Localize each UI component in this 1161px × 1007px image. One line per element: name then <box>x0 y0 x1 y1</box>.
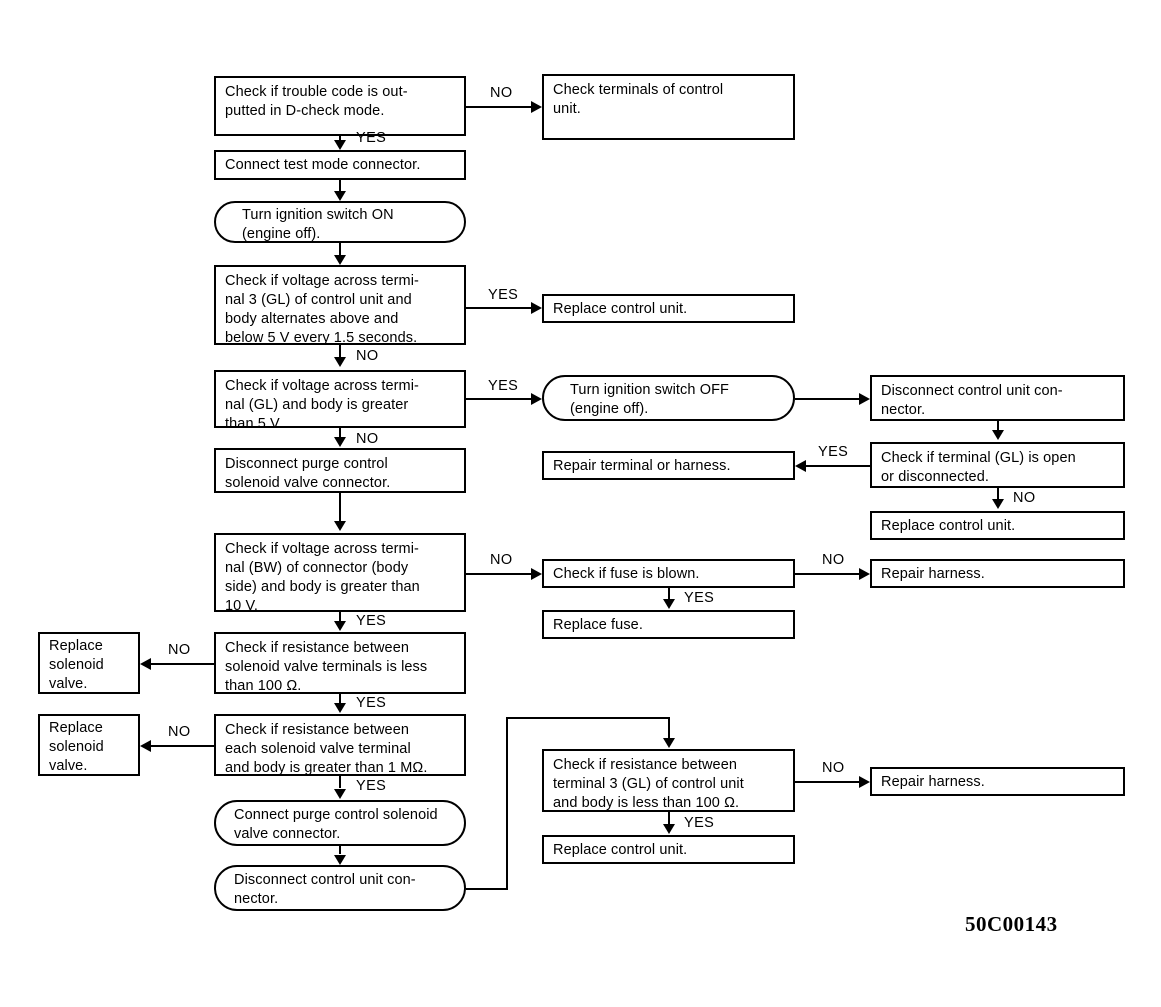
arrowhead-to-disconnect-cu <box>859 393 870 405</box>
connector-connect-test-mode-to-ignition-on <box>339 180 341 192</box>
node-check-voltage-gl-greater-5v: Check if voltage across termi- nal (GL) … <box>214 370 466 432</box>
connector-check-terminal-gl-to-repair-terminal <box>806 465 870 467</box>
figure-id-label: 50C00143 <box>965 912 1058 936</box>
connector-ignition-on-to-check-alternates <box>339 243 341 255</box>
node-disconnect-control-unit-connector-b: Disconnect control unit con- nector. <box>214 865 466 911</box>
connector-loopback-vertical-segment <box>506 717 508 890</box>
connector-loopback-down-into-check <box>668 717 670 739</box>
connector-check-gl-to-disconnect-purge <box>339 428 341 438</box>
arrowhead-to-connect-purge-valve <box>334 789 346 799</box>
connector-resistance-body-to-connect-purge <box>339 776 341 788</box>
connector-disconnect-purge-to-check-bw <box>339 493 341 521</box>
branch-label-yes-fuse-blown: YES <box>684 590 715 606</box>
node-check-terminal-gl-open: Check if terminal (GL) is open or discon… <box>870 442 1125 488</box>
branch-label-yes-resistance-terminal3: YES <box>684 815 715 831</box>
branch-label-yes-resistance-less-100: YES <box>356 695 387 711</box>
arrowhead-to-disconnect-purge <box>334 437 346 447</box>
arrowhead-to-check-bw <box>334 521 346 531</box>
node-replace-solenoid-valve-a: Replace solenoid valve. <box>38 632 140 694</box>
connector-resistance-terminals-to-replace-valve-a <box>151 663 214 665</box>
arrowhead-to-replace-cu-b <box>992 499 1004 509</box>
branch-label-no-greater-5v: NO <box>356 431 379 447</box>
branch-label-no-resistance-less-100: NO <box>168 642 191 658</box>
connector-loopback-top-segment <box>506 717 670 719</box>
connector-trouble-code-to-terminals <box>466 106 532 108</box>
arrowhead-to-replace-solenoid-valve-b <box>140 740 151 752</box>
branch-label-no-resistance-terminal3: NO <box>822 760 845 776</box>
node-check-resistance-terminal3-less-100: Check if resistance between terminal 3 (… <box>542 749 795 812</box>
node-replace-fuse: Replace fuse. <box>542 610 795 639</box>
branch-label-no-fuse-blown: NO <box>822 552 845 568</box>
connector-alternates-to-check-gl <box>339 345 341 359</box>
arrowhead-to-check-alternates <box>334 255 346 265</box>
node-check-voltage-terminal3-alternates: Check if voltage across termi- nal 3 (GL… <box>214 265 466 346</box>
node-repair-harness-a: Repair harness. <box>870 559 1125 588</box>
connector-check-fuse-to-replace-fuse <box>668 588 670 600</box>
arrowhead-to-check-resistance-terminals <box>334 621 346 631</box>
connector-loopback-bottom-segment <box>466 888 508 890</box>
connector-resistance-terminal3-to-repair-harness-b <box>795 781 860 783</box>
arrowhead-to-disconnect-cu-b <box>334 855 346 865</box>
connector-check-bw-to-check-resistance-terminals <box>339 612 341 622</box>
branch-label-no-resistance-greater-1m: NO <box>168 724 191 740</box>
arrowhead-to-ignition-on <box>334 191 346 201</box>
branch-label-no-alternates: NO <box>356 348 379 364</box>
arrowhead-to-replace-solenoid-valve-a <box>140 658 151 670</box>
node-check-terminals-of-control-unit: Check terminals of control unit. <box>542 74 795 140</box>
node-connect-purge-valve-connector: Connect purge control solenoid valve con… <box>214 800 466 846</box>
arrowhead-to-check-resistance-terminal3 <box>663 738 675 748</box>
branch-label-yes-resistance-greater-1m: YES <box>356 778 387 794</box>
node-check-fuse-blown: Check if fuse is blown. <box>542 559 795 588</box>
arrowhead-to-check-fuse <box>531 568 542 580</box>
arrowhead-to-replace-fuse <box>663 599 675 609</box>
arrowhead-to-replace-control-unit-c <box>663 824 675 834</box>
branch-label-yes-greater-10v: YES <box>356 613 387 629</box>
node-turn-ignition-switch-off: Turn ignition switch OFF (engine off). <box>542 375 795 421</box>
connector-check-terminal-gl-to-replace-cu-b <box>997 488 999 500</box>
branch-label-no-terminal-open: NO <box>1013 490 1036 506</box>
connector-resistance-body-to-replace-valve-b <box>151 745 214 747</box>
node-replace-control-unit-c: Replace control unit. <box>542 835 795 864</box>
branch-label-yes-alternates: YES <box>488 287 519 303</box>
connector-ignition-off-to-disconnect-cu <box>795 398 860 400</box>
branch-label-yes-trouble-code: YES <box>356 130 387 146</box>
node-replace-control-unit-a: Replace control unit. <box>542 294 795 323</box>
branch-label-yes-greater-5v: YES <box>488 378 519 394</box>
node-check-resistance-terminals-less-100: Check if resistance between solenoid val… <box>214 632 466 694</box>
arrowhead-to-check-gl <box>334 357 346 367</box>
node-repair-terminal-or-harness: Repair terminal or harness. <box>542 451 795 480</box>
node-check-resistance-body-greater-1m: Check if resistance between each solenoi… <box>214 714 466 776</box>
connector-disconnect-cu-to-check-terminal-gl <box>997 421 999 431</box>
node-check-trouble-code: Check if trouble code is out- putted in … <box>214 76 466 136</box>
branch-label-yes-terminal-open: YES <box>818 444 849 460</box>
arrowhead-to-repair-terminal-harness <box>795 460 806 472</box>
connector-resistance-terminal3-to-replace-cu-c <box>668 812 670 826</box>
connector-connect-purge-to-disconnect-cu-b <box>339 846 341 854</box>
branch-label-no-trouble-code: NO <box>490 85 513 101</box>
node-connect-test-mode-connector: Connect test mode connector. <box>214 150 466 180</box>
arrowhead-to-check-terminals <box>531 101 542 113</box>
node-check-voltage-bw-greater-10v: Check if voltage across termi- nal (BW) … <box>214 533 466 614</box>
arrowhead-to-repair-harness-a <box>859 568 870 580</box>
node-replace-solenoid-valve-b: Replace solenoid valve. <box>38 714 140 776</box>
node-repair-harness-b: Repair harness. <box>870 767 1125 796</box>
branch-label-no-greater-10v: NO <box>490 552 513 568</box>
connector-check-fuse-to-repair-harness-a <box>795 573 860 575</box>
connector-check-gl-to-ignition-off <box>466 398 532 400</box>
arrowhead-to-repair-harness-b <box>859 776 870 788</box>
node-disconnect-control-unit-connector-a: Disconnect control unit con- nector. <box>870 375 1125 421</box>
connector-check-bw-to-check-fuse <box>466 573 532 575</box>
arrowhead-to-ignition-off <box>531 393 542 405</box>
node-replace-control-unit-b: Replace control unit. <box>870 511 1125 540</box>
connector-resistance-terminals-to-resistance-body <box>339 694 341 704</box>
arrowhead-to-check-resistance-body <box>334 703 346 713</box>
arrowhead-to-replace-control-unit-a <box>531 302 542 314</box>
node-disconnect-purge-valve-connector: Disconnect purge control solenoid valve … <box>214 448 466 493</box>
connector-alternates-to-replace-control-unit <box>466 307 532 309</box>
arrowhead-to-connect-test-mode <box>334 140 346 150</box>
arrowhead-to-check-terminal-gl <box>992 430 1004 440</box>
node-turn-ignition-switch-on: Turn ignition switch ON (engine off). <box>214 201 466 243</box>
